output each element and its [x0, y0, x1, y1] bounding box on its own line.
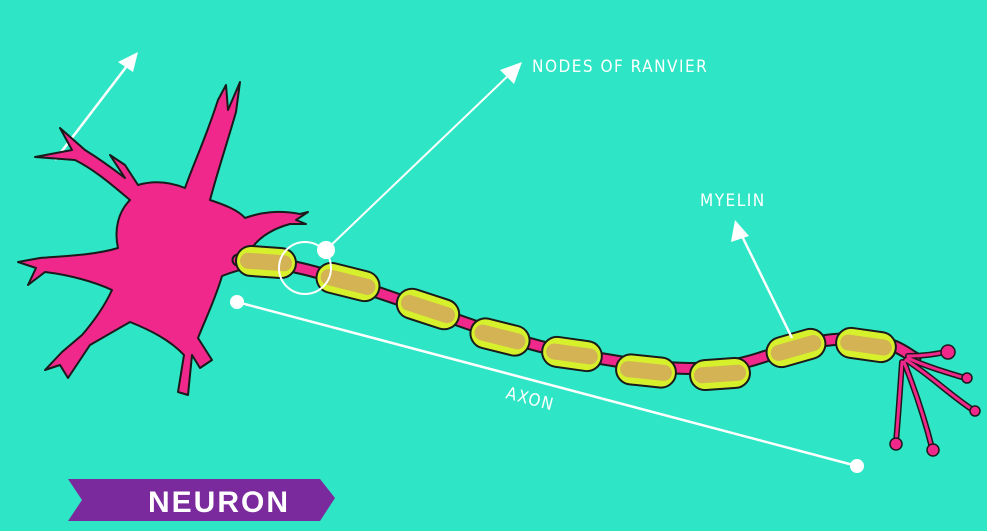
dendrite-arrow: [54, 52, 138, 161]
myelin-pointer: [731, 220, 794, 339]
title-banner: NEURON: [68, 479, 335, 521]
myelin-segment: [541, 335, 603, 373]
myelin-sheaths: [235, 244, 897, 392]
neuron-cell-body: [17, 81, 309, 396]
myelin-segment: [615, 353, 677, 389]
banner-title: NEURON: [148, 486, 290, 519]
terminal-bulbs: [889, 344, 981, 457]
axon-length-line: [230, 295, 864, 473]
nodes-of-ranvier-pointer: [278, 62, 522, 295]
myelin-segment: [689, 356, 751, 392]
nodes-of-ranvier-label: NODES OF RANVIER: [532, 57, 708, 77]
myelin-segment: [469, 317, 531, 357]
myelin-segment: [235, 244, 297, 280]
myelin-segment: [765, 327, 827, 369]
myelin-segment: [315, 261, 381, 303]
myelin-segment: [835, 326, 897, 364]
myelin-segment: [395, 287, 461, 331]
myelin-label: MYELIN: [700, 191, 766, 211]
axon-label: AXON: [504, 384, 557, 416]
